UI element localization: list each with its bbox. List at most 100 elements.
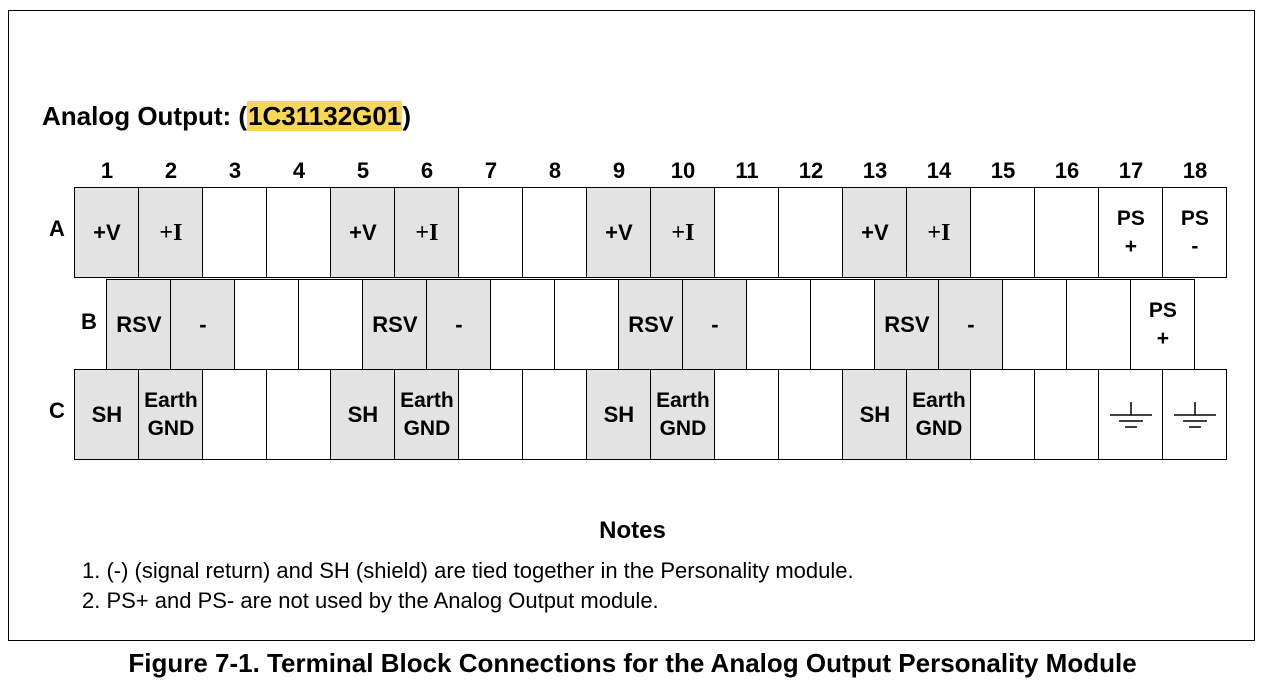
column-number: 13 [862,158,888,183]
terminal-b12 [810,279,876,370]
terminal-a9: +V [586,187,652,278]
terminal-a15 [970,187,1036,278]
terminal-label: SH [603,401,635,427]
column-number: 10 [670,158,696,183]
terminal-label: +I [927,219,951,246]
terminal-c17 [1098,369,1164,460]
terminal-label: SH [91,401,123,427]
terminal-b13: RSV [874,279,940,370]
terminal-a13: +V [842,187,908,278]
terminal-c2: Earth GND [138,369,204,460]
terminal-label: PS + [1148,298,1177,350]
terminal-label: - [199,311,207,337]
terminal-c10: Earth GND [650,369,716,460]
terminal-label: +I [671,219,695,246]
terminal-a8 [522,187,588,278]
terminal-c18 [1162,369,1228,460]
terminal-b16 [1066,279,1132,370]
ground-icon [1173,401,1216,428]
column-number: 14 [926,158,952,183]
terminal-a4 [266,187,332,278]
column-number: 15 [990,158,1016,183]
terminal-label: +I [415,219,439,246]
row-label-c: C [49,398,65,423]
terminal-label: RSV [628,311,674,337]
terminal-c13: SH [842,369,908,460]
column-number: 17 [1118,158,1144,183]
terminal-a16 [1034,187,1100,278]
terminal-label: Earth GND [144,388,198,440]
terminal-b11 [746,279,812,370]
terminal-label: PS + [1116,206,1145,258]
terminal-a17: PS + [1098,187,1164,278]
terminal-a12 [778,187,844,278]
column-number: 8 [548,158,562,183]
ground-icon [1109,401,1152,428]
terminal-label: - [711,311,719,337]
row-label-b: B [81,309,97,334]
terminal-label: - [455,311,463,337]
terminal-b3 [234,279,300,370]
terminal-b10: - [682,279,748,370]
terminal-b8 [554,279,620,370]
terminal-label: Earth GND [912,388,966,440]
terminal-a1: +V [74,187,140,278]
terminal-b14: - [938,279,1004,370]
terminal-c4 [266,369,332,460]
terminal-label: +I [159,219,183,246]
terminal-label: +V [93,219,121,245]
row-label-a: A [49,216,65,241]
column-number: 2 [164,158,178,183]
terminal-b6: - [426,279,492,370]
terminal-c1: SH [74,369,140,460]
terminal-label: RSV [116,311,162,337]
terminal-b15 [1002,279,1068,370]
terminal-a14: +I [906,187,972,278]
title-suffix: ) [402,101,411,131]
column-number: 16 [1054,158,1080,183]
note-1: 1. (-) (signal return) and SH (shield) a… [82,558,854,583]
terminal-label: +V [349,219,377,245]
terminal-c6: Earth GND [394,369,460,460]
part-number: 1C31132G01 [247,101,403,131]
terminal-b17: PS + [1130,279,1196,370]
title-prefix: Analog Output: ( [42,101,248,131]
column-number: 3 [228,158,242,183]
terminal-c5: SH [330,369,396,460]
terminal-c11 [714,369,780,460]
terminal-b9: RSV [618,279,684,370]
terminal-b4 [298,279,364,370]
terminal-label: +V [861,219,889,245]
terminal-c15 [970,369,1036,460]
terminal-label: RSV [884,311,930,337]
notes-heading: Notes [599,517,666,544]
terminal-c12 [778,369,844,460]
terminal-label: Earth GND [400,388,454,440]
terminal-a7 [458,187,524,278]
terminal-b5: RSV [362,279,428,370]
terminal-label: RSV [372,311,418,337]
column-number: 11 [735,158,759,183]
column-number: 9 [612,158,626,183]
terminal-b7 [490,279,556,370]
figure-caption: Figure 7-1. Terminal Block Connections f… [128,648,1137,678]
diagram-frame [8,10,1255,641]
terminal-c7 [458,369,524,460]
column-number: 6 [420,158,434,183]
terminal-a6: +I [394,187,460,278]
terminal-c14: Earth GND [906,369,972,460]
terminal-c16 [1034,369,1100,460]
diagram-title: Analog Output: (1C31132G01) [42,100,411,132]
terminal-label: Earth GND [656,388,710,440]
terminal-a5: +V [330,187,396,278]
column-number: 18 [1182,158,1208,183]
terminal-label: PS - [1180,206,1209,258]
terminal-label: SH [347,401,379,427]
column-number: 7 [484,158,498,183]
terminal-a10: +I [650,187,716,278]
terminal-a18: PS - [1162,187,1228,278]
note-2: 2. PS+ and PS- are not used by the Analo… [82,588,659,613]
column-number: 4 [292,158,306,183]
terminal-a11 [714,187,780,278]
terminal-c3 [202,369,268,460]
